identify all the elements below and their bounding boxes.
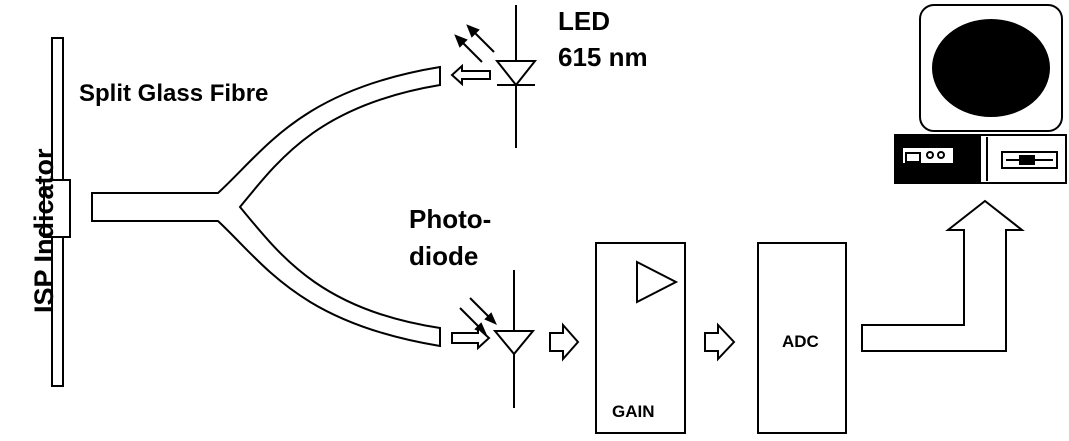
photodiode-symbol [495, 331, 533, 354]
led-emission-arrow-1 [474, 32, 494, 52]
led-emission-arrowhead-1 [468, 26, 478, 36]
photodiode-incident-arrow-1 [470, 298, 490, 318]
led-diode-symbol [497, 61, 535, 85]
led-emission-arrow-2 [462, 42, 482, 62]
amplifier-symbol [637, 262, 676, 302]
floppy-latch [1020, 156, 1034, 164]
led-label: LED [558, 6, 610, 36]
split-glass-fibre [92, 67, 440, 346]
fibre-to-photodiode-arrow [452, 328, 489, 348]
drive-button [906, 153, 920, 162]
gain-to-adc-arrow [705, 325, 734, 359]
photodiode-incident-arrow-2 [460, 308, 480, 328]
photodiode-to-gain-arrow [550, 325, 578, 359]
split-glass-fibre-label: Split Glass Fibre [79, 80, 269, 107]
photodiode-label-line2: diode [409, 241, 479, 271]
photodiode-label-line1: Photo- [409, 204, 492, 234]
drive-led-1 [927, 152, 933, 158]
drive-led-2 [938, 152, 944, 158]
isp-indicator-sensor [44, 180, 70, 237]
led-wavelength-label: 615 nm [558, 42, 648, 72]
isp-indicator-label: ISP Indicator [29, 148, 59, 313]
adc-to-computer-arrow [862, 201, 1022, 351]
gain-label: GAIN [612, 402, 655, 421]
adc-label: ADC [782, 332, 819, 351]
adc-box [758, 243, 846, 433]
computer-screen [933, 20, 1049, 116]
photodiode-incident-arrowhead-1 [486, 314, 495, 323]
led-emission-arrowhead-2 [456, 36, 466, 46]
led-to-fibre-arrow [452, 66, 490, 84]
